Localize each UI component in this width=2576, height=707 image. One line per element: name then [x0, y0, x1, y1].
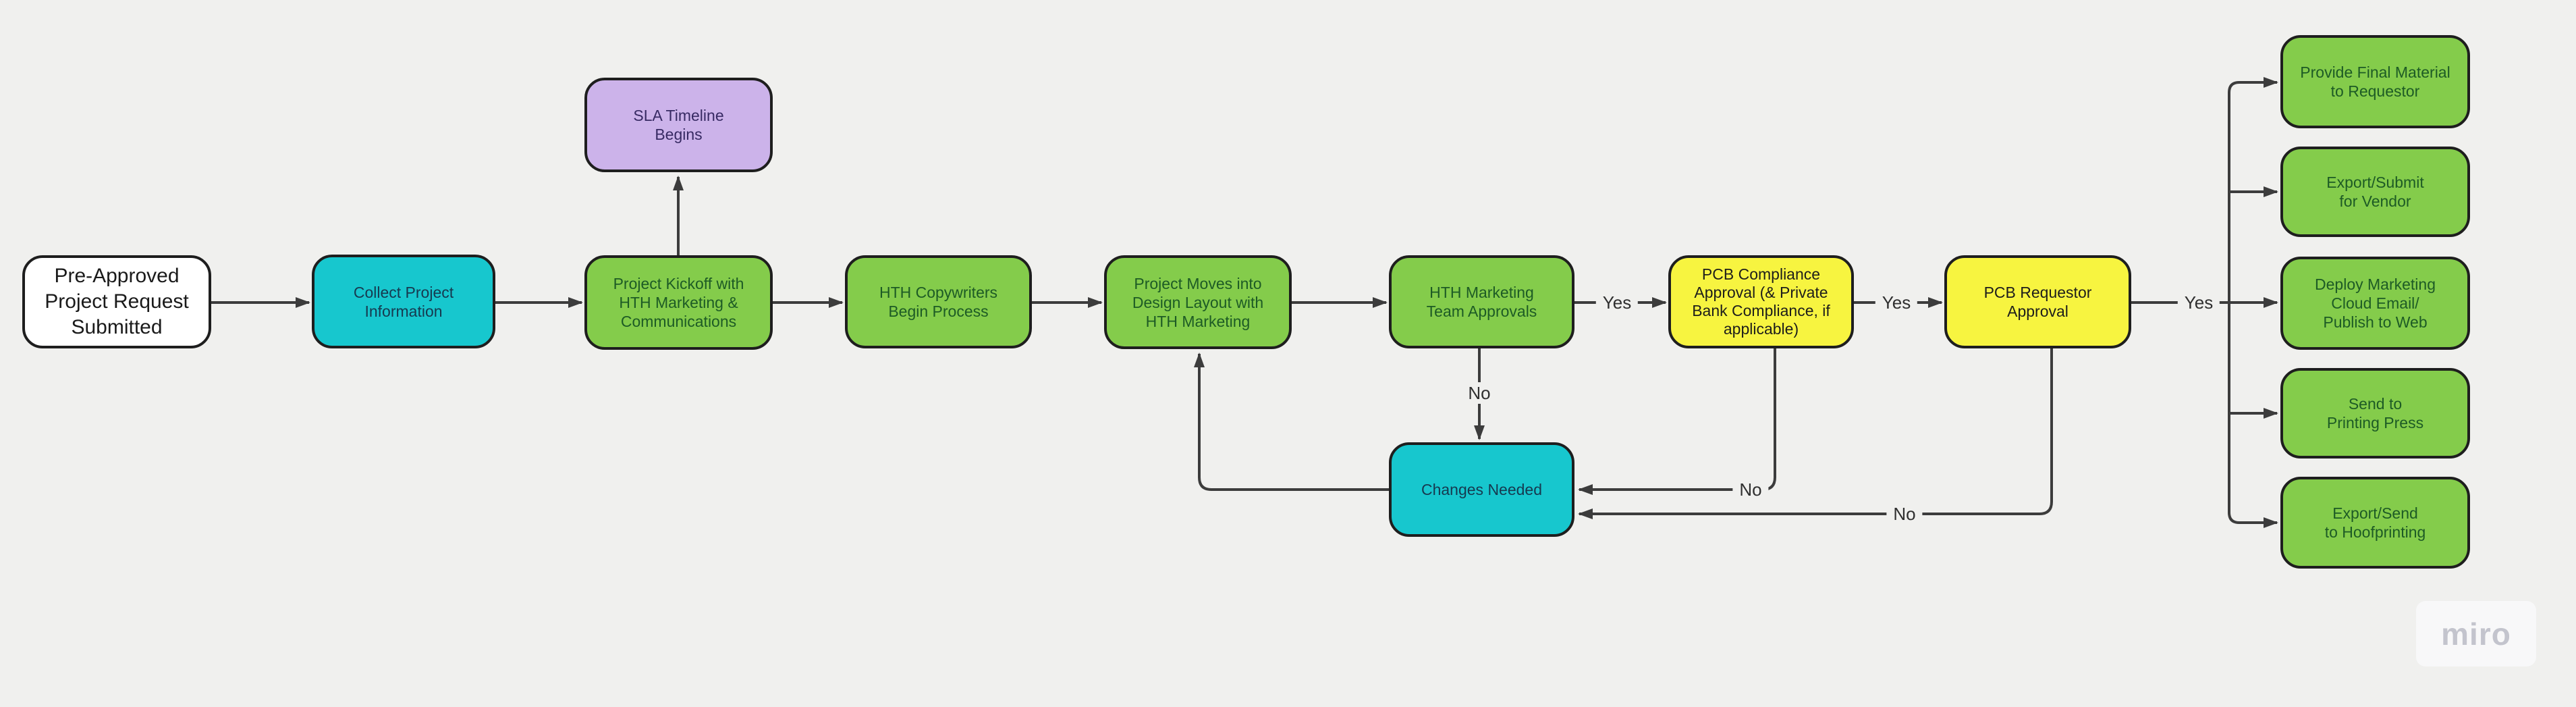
miro-logo-text: miro [2441, 616, 2511, 652]
edge-label-requestor-changes: No [1886, 503, 1923, 525]
edge-changes-design [1194, 352, 1389, 491]
node-label-team-approvals: HTH Marketing Team Approvals [1426, 284, 1537, 320]
node-label-design-layout: Project Moves into Design Layout with HT… [1132, 274, 1264, 330]
node-label-start: Pre-Approved Project Request Submitted [45, 265, 189, 338]
node-start[interactable]: Pre-Approved Project Request Submitted [22, 255, 211, 348]
edge-label-compliance-changes: No [1732, 479, 1769, 500]
node-label-hoofprinting: Export/Send to Hoofprinting [2324, 504, 2426, 541]
node-label-provide-final: Provide Final Material to Requestor [2300, 63, 2450, 100]
node-label-copywriters: HTH Copywriters Begin Process [879, 284, 998, 320]
edge-label-approvals-compliance: Yes [1595, 292, 1639, 313]
node-changes-needed[interactable]: Changes Needed [1389, 442, 1574, 537]
node-kickoff[interactable]: Project Kickoff with HTH Marketing & Com… [584, 255, 773, 350]
node-copywriters[interactable]: HTH Copywriters Begin Process [845, 255, 1032, 348]
node-pcb-compliance[interactable]: PCB Compliance Approval (& Private Bank … [1668, 255, 1854, 348]
miro-watermark[interactable]: miro [2416, 601, 2536, 666]
node-collect-info[interactable]: Collect Project Information [312, 255, 495, 348]
node-label-collect-info: Collect Project Information [353, 283, 454, 320]
node-design-layout[interactable]: Project Moves into Design Layout with HT… [1104, 255, 1292, 349]
node-sla-timeline[interactable]: SLA Timeline Begins [584, 78, 773, 172]
node-hoofprinting[interactable]: Export/Send to Hoofprinting [2280, 477, 2470, 569]
node-label-kickoff: Project Kickoff with HTH Marketing & Com… [613, 275, 744, 330]
node-label-changes-needed: Changes Needed [1421, 481, 1543, 498]
edge-label-approvals-changes: No [1461, 382, 1498, 404]
edge-compliance-changes [1578, 348, 1776, 495]
node-export-vendor[interactable]: Export/Submit for Vendor [2280, 147, 2470, 237]
edge-label-requestor-outputs: Yes [2177, 292, 2220, 313]
edge-spine-hoofprinting [2228, 303, 2278, 528]
edge-requestor-changes [1578, 348, 2053, 519]
node-label-export-vendor: Export/Submit for Vendor [2326, 174, 2424, 210]
node-printing-press[interactable]: Send to Printing Press [2280, 368, 2470, 459]
node-pcb-requestor[interactable]: PCB Requestor Approval [1944, 255, 2131, 348]
node-label-printing-press: Send to Printing Press [2326, 395, 2424, 431]
edge-label-compliance-requestor: Yes [1875, 292, 1918, 313]
node-team-approvals[interactable]: HTH Marketing Team Approvals [1389, 255, 1574, 348]
node-label-pcb-compliance: PCB Compliance Approval (& Private Bank … [1692, 265, 1830, 338]
node-label-pcb-requestor: PCB Requestor Approval [1983, 284, 2092, 320]
node-label-sla-timeline: SLA Timeline Begins [633, 107, 724, 143]
edge-spine-provide [2228, 77, 2278, 303]
node-label-deploy-cloud: Deploy Marketing Cloud Email/ Publish to… [2315, 276, 2436, 331]
node-deploy-cloud[interactable]: Deploy Marketing Cloud Email/ Publish to… [2280, 257, 2470, 350]
node-provide-final[interactable]: Provide Final Material to Requestor [2280, 35, 2470, 128]
